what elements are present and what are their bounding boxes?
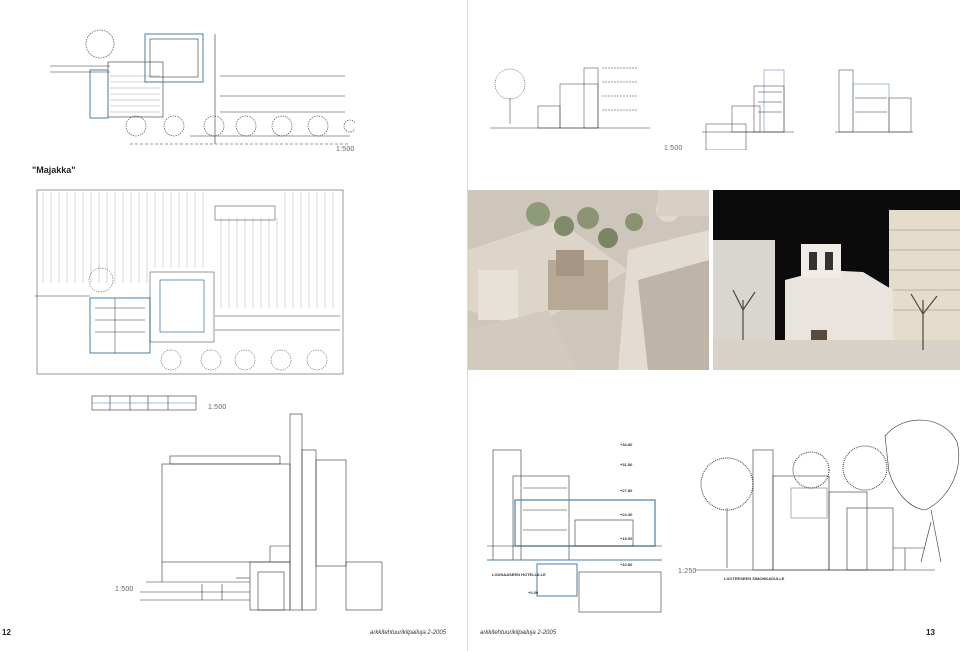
scale-label-bottom-right: 1:250 [678,568,697,575]
scale-label-bottom-left: 1:500 [115,586,134,593]
elevation-trees-right [695,412,960,582]
journal-name-left: arkkitehtuurikilpailuja 2-2005 [370,630,447,636]
section-drawing-levels [487,440,662,615]
scale-label-elevations: 1:500 [664,145,683,152]
page-gutter [467,0,468,651]
section-label-left: LOUNAASEEN HOTELLILLE [492,572,546,577]
model-photo-aerial [468,190,709,370]
level-mark-7: +0.00 [528,590,539,595]
elevation-large [140,412,385,612]
section-right [835,68,913,134]
level-mark-5: +15.00 [620,536,633,541]
level-mark-6: +10.80 [620,562,633,567]
section-middle [702,68,794,150]
ground-plan-strip [90,394,198,412]
scale-label-mid-left: 1:500 [208,404,227,411]
level-mark-3: +27.80 [620,488,633,493]
level-mark-1: +34.80 [620,442,633,447]
section-label-right: LUOTEESEEN SIMONKADULLE [724,576,785,581]
floor-plan-context [35,188,345,376]
scale-label-top-left: 1:500 [336,146,355,153]
level-mark-4: +24.30 [620,512,633,517]
journal-name-right: arkkitehtuurikilpailuja 2-2005 [480,630,557,636]
project-caption: "Majakka" [32,165,76,175]
model-photo-dark [713,190,960,370]
site-plan-top [50,26,355,151]
level-mark-2: +31.80 [620,462,633,467]
page-number-right: 13 [926,628,935,637]
elevation-with-tree [490,62,650,134]
page-number-left: 12 [2,628,11,637]
